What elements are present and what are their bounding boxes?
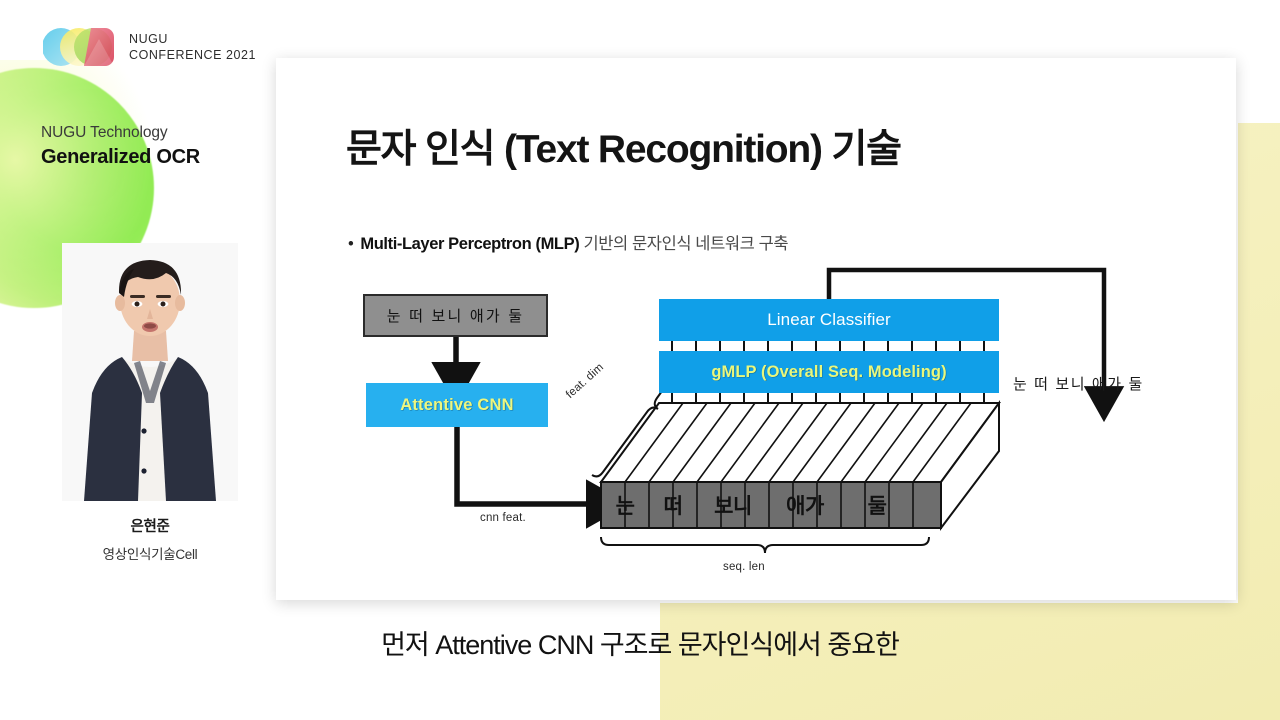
- session-category: NUGU Technology: [41, 124, 168, 141]
- bullet-rest-text: 기반의 문자인식 네트워크 구축: [579, 235, 789, 253]
- brand-title-group: NUGU CONFERENCE 2021: [129, 31, 256, 63]
- slide-bullet: • Multi-Layer Perceptron (MLP) 기반의 문자인식 네…: [348, 230, 789, 254]
- bullet-bold-text: Multi-Layer Perceptron (MLP): [360, 235, 580, 253]
- input-text-box: 눈 떠 보니 애가 둘: [363, 294, 548, 337]
- gmlp-block: gMLP (Overall Seq. Modeling): [659, 351, 999, 393]
- presentation-slide: 문자 인식 (Text Recognition) 기술 • Multi-Layer…: [276, 58, 1236, 600]
- token-cell: 애가: [786, 495, 824, 518]
- architecture-diagram: 눈 떠 보니 애가 둘 Attentive CNN Linear Classif…: [276, 58, 1236, 600]
- output-text-label: 눈 떠 보니 애가 둘: [1013, 376, 1144, 393]
- nugu-logo-icon: [41, 25, 116, 69]
- speaker-team: 영상인식기술Cell: [102, 547, 198, 562]
- bullet-marker-icon: •: [348, 235, 354, 253]
- brand-line-1: NUGU: [129, 32, 169, 46]
- token-cell: 둘: [867, 495, 887, 518]
- token-cell: 눈: [615, 495, 635, 518]
- speaker-video: [62, 243, 238, 501]
- brand-line-2: CONFERENCE 2021: [129, 48, 257, 62]
- brand-header: NUGU CONFERENCE 2021: [41, 25, 256, 69]
- linear-classifier-block: Linear Classifier: [659, 299, 999, 341]
- cnn-feat-label: cnn feat.: [480, 512, 526, 524]
- slide-title: 문자 인식 (Text Recognition) 기술: [346, 128, 902, 171]
- token-cell: 떠: [663, 495, 683, 518]
- session-title: Generalized OCR: [41, 146, 200, 168]
- speaker-name: 은현준: [130, 519, 170, 535]
- attentive-cnn-block: Attentive CNN: [366, 383, 548, 427]
- subtitle-caption: 먼저 Attentive CNN 구조로 문자인식에서 중요한: [381, 630, 900, 660]
- session-info: NUGU Technology Generalized OCR: [41, 124, 200, 169]
- token-cell: 보니: [714, 495, 752, 518]
- seq-len-label: seq. len: [723, 561, 765, 573]
